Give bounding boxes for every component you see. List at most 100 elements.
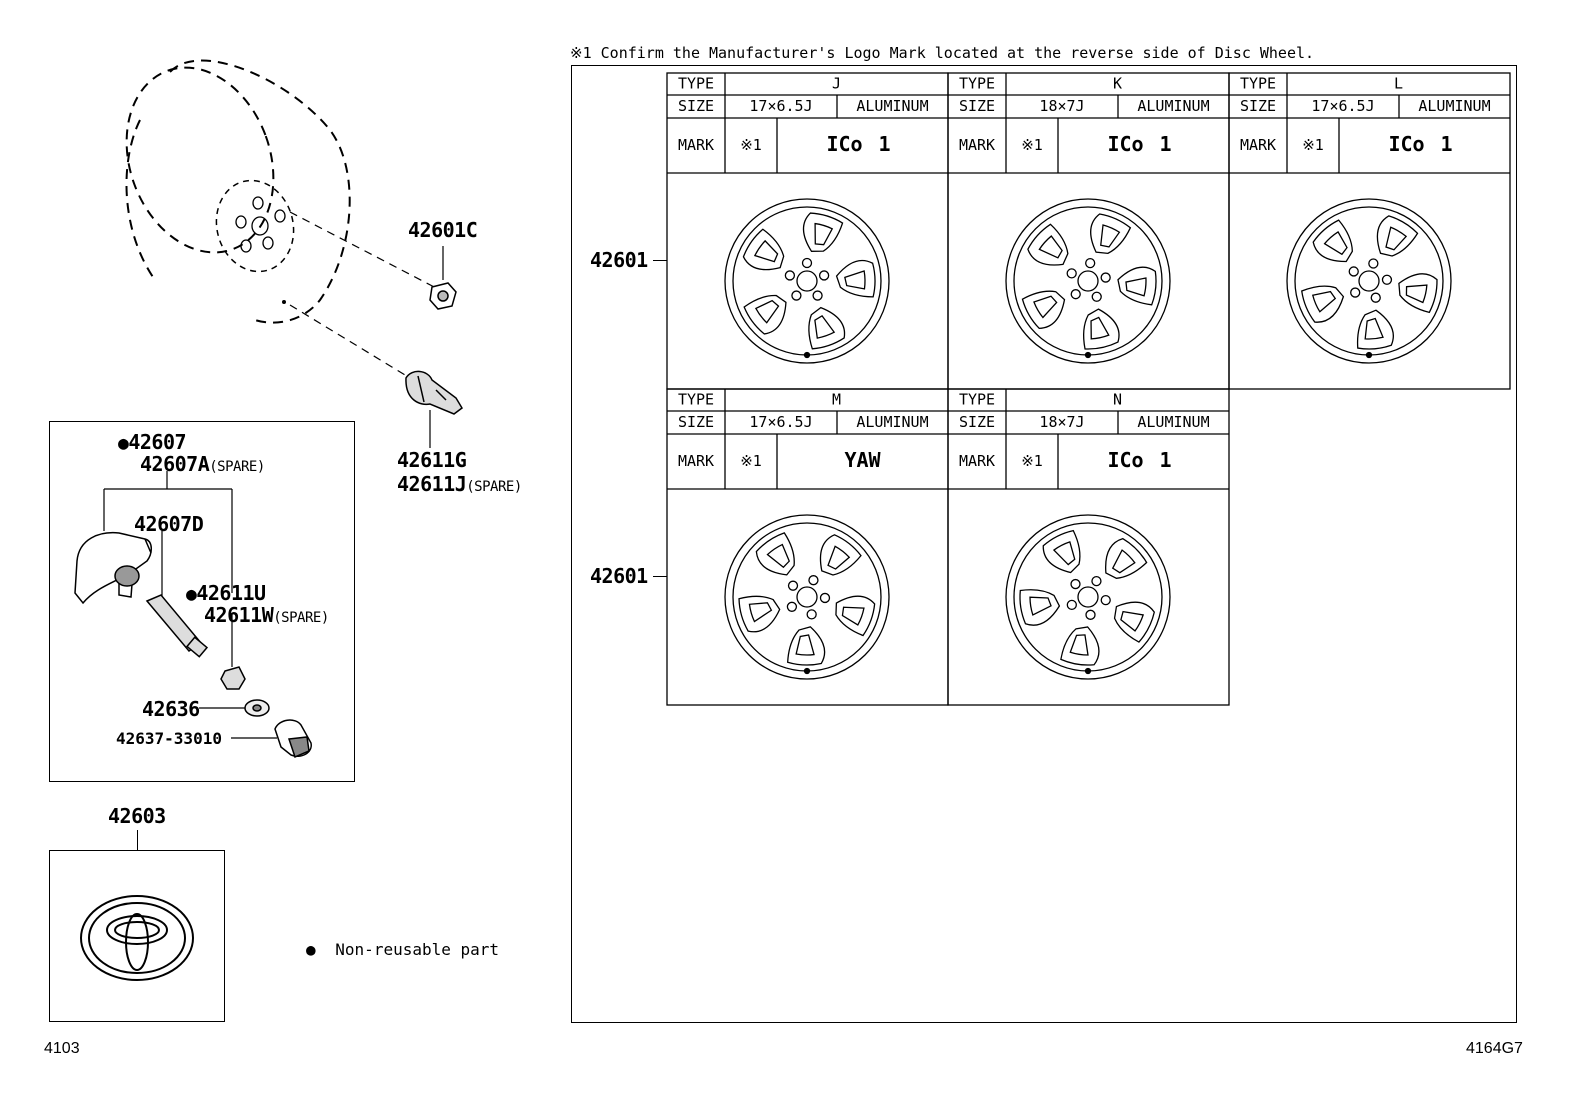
- part-number-sensor-body: 42607D: [134, 512, 204, 536]
- lug-holes: [235, 196, 286, 253]
- type-value: L: [1394, 75, 1403, 93]
- valve-stem-icon: [405, 370, 463, 415]
- spare-label: (SPARE): [273, 610, 329, 626]
- wheel-drawing-icon: [1286, 198, 1452, 364]
- tpms-valve-icon: [145, 594, 209, 658]
- manufacturer-logo-icon: ICo: [1107, 448, 1143, 472]
- wheel-block: [1228, 72, 1511, 390]
- wheel-leader-row1: [653, 260, 667, 262]
- mark-ref: ※1: [1302, 136, 1324, 154]
- non-reusable-dot: ●: [186, 584, 197, 605]
- type-value: N: [1113, 391, 1122, 409]
- type-value: K: [1113, 75, 1122, 93]
- wheel-block: [666, 388, 949, 706]
- part-number-grommet: 42636: [142, 697, 200, 721]
- type-label: TYPE: [678, 391, 714, 409]
- manufacturer-logo-icon: ICo: [1388, 132, 1424, 156]
- material-value: ALUMINUM: [856, 97, 928, 115]
- type-label: TYPE: [959, 75, 995, 93]
- mark-value: 1: [1159, 132, 1171, 156]
- spare-label: (SPARE): [466, 479, 522, 495]
- type-value: M: [832, 391, 841, 409]
- wheel-drawing-icon: [1005, 514, 1171, 680]
- legend: ● Non-reusable part: [306, 940, 499, 959]
- toyota-emblem-icon: [80, 895, 194, 981]
- size-value: 18×7J: [1039, 97, 1084, 115]
- part-number-sensor-alt: 42607A: [140, 452, 210, 476]
- wheel-outline: [125, 59, 351, 324]
- size-label: SIZE: [678, 97, 714, 115]
- size-value: 17×6.5J: [1311, 97, 1374, 115]
- wheel-assembly-illustration: [125, 59, 463, 448]
- mark-label: MARK: [959, 136, 995, 154]
- wheel-leader-row2: [653, 576, 667, 578]
- part-number-sensor-valve-alt: 42611W: [204, 603, 274, 627]
- part-number-nut: 42601C: [408, 218, 478, 242]
- mark-label: MARK: [678, 452, 714, 470]
- size-label: SIZE: [959, 97, 995, 115]
- part-number-sensor-valve: 42611U: [196, 581, 266, 605]
- mark-ref: ※1: [740, 136, 762, 154]
- type-label: TYPE: [1240, 75, 1276, 93]
- size-value: 17×6.5J: [749, 97, 812, 115]
- type-label: TYPE: [678, 75, 714, 93]
- tpms-nut-icon: [220, 666, 246, 690]
- part-number-cap: 42637-33010: [116, 729, 222, 748]
- mark-label: MARK: [1240, 136, 1276, 154]
- size-label: SIZE: [959, 413, 995, 431]
- mark-label: MARK: [959, 452, 995, 470]
- wheel-block: [666, 72, 949, 390]
- part-number-wheel-row2: 42601: [590, 564, 648, 588]
- footer-left: 4103: [44, 1040, 80, 1057]
- part-number-sensor-valve-row: ●42611U: [186, 581, 266, 605]
- part-number-sensor-row: ●42607: [118, 430, 187, 454]
- non-reusable-dot: ●: [118, 433, 129, 454]
- part-number-wheel-row1: 42601: [590, 248, 648, 272]
- material-value: ALUMINUM: [1137, 97, 1209, 115]
- non-reusable-dot: ●: [306, 940, 316, 959]
- manufacturer-logo-icon: ICo: [1107, 132, 1143, 156]
- tpms-illustration: [74, 471, 312, 759]
- wheel-block: [947, 388, 1230, 706]
- material-value: ALUMINUM: [1137, 413, 1209, 431]
- valve-cap-icon: [274, 719, 312, 759]
- tpms-kit-box: [49, 421, 355, 782]
- wheel-drawing-icon: [724, 514, 890, 680]
- part-number-valve-alt-row: 42611J(SPARE): [397, 472, 522, 496]
- mark-label: MARK: [678, 136, 714, 154]
- part-number-ornament: 42603: [108, 804, 166, 828]
- mark-value: 1: [1159, 448, 1171, 472]
- size-value: 18×7J: [1039, 413, 1084, 431]
- part-number-valve: 42611G: [397, 448, 467, 472]
- size-label: SIZE: [1240, 97, 1276, 115]
- part-number-sensor: 42607: [128, 430, 187, 454]
- mark-value: 1: [878, 132, 890, 156]
- type-label: TYPE: [959, 391, 995, 409]
- lug-nut-icon: [429, 282, 457, 310]
- ornament-box: [49, 850, 225, 1022]
- mark-ref: ※1: [1021, 452, 1043, 470]
- type-value: J: [832, 75, 841, 93]
- note-top: ※1 Confirm the Manufacturer's Logo Mark …: [570, 44, 1315, 62]
- tpms-sensor-icon: [74, 531, 152, 605]
- wheel-table-frame: [571, 65, 1517, 1023]
- hub-circle: [215, 179, 295, 273]
- legend-text: Non-reusable part: [335, 940, 500, 959]
- spare-label: (SPARE): [209, 459, 265, 475]
- ornament-leader: [137, 830, 139, 850]
- size-label: SIZE: [678, 413, 714, 431]
- part-number-sensor-alt-row: 42607A(SPARE): [140, 452, 265, 476]
- wheel-drawing-icon: [1005, 198, 1171, 364]
- mark-ref: ※1: [1021, 136, 1043, 154]
- mark-value: YAW: [844, 448, 881, 472]
- part-number-valve-alt: 42611J: [397, 472, 467, 496]
- manufacturer-logo-icon: ICo: [826, 132, 862, 156]
- part-number-sensor-valve-alt-row: 42611W(SPARE): [204, 603, 329, 627]
- mark-ref: ※1: [740, 452, 762, 470]
- mark-value: 1: [1440, 132, 1452, 156]
- footer-right: 4164G7: [1466, 1040, 1523, 1057]
- material-value: ALUMINUM: [856, 413, 928, 431]
- wheel-drawing-icon: [724, 198, 890, 364]
- material-value: ALUMINUM: [1418, 97, 1490, 115]
